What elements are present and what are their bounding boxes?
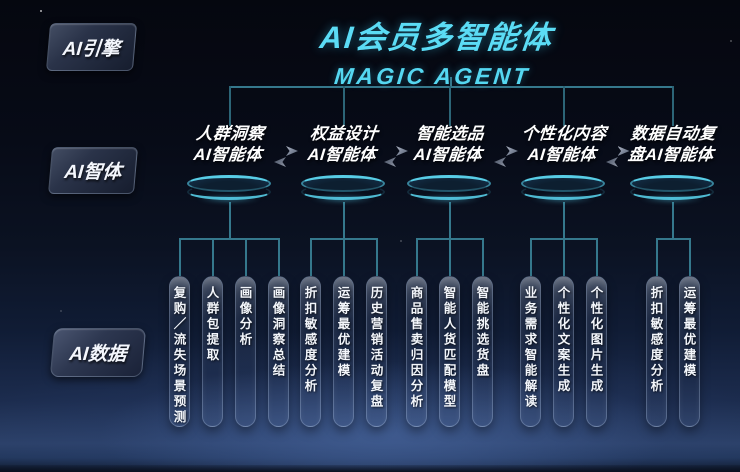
agent-drop-line (343, 86, 345, 126)
tool-pill-label: 人群包提取 (204, 286, 219, 364)
tool-pill: 商品售卖归因分析 (405, 276, 427, 427)
tool-pill-label: 折扣敏感度分析 (302, 286, 317, 395)
pill-stub-line (376, 238, 378, 276)
tool-pill: 历史营销活动复盘 (365, 276, 387, 427)
pill-stub-line (656, 238, 658, 276)
agent-drop-line (229, 86, 231, 126)
agent-drop-line (672, 86, 674, 126)
bottom-edge-shadow (0, 465, 740, 472)
group-feed-line (672, 202, 674, 238)
pill-stub-line (482, 238, 484, 276)
tool-pill: 个性化文案生成 (552, 276, 574, 427)
tier-label-text: AI数据 (68, 344, 128, 365)
exchange-arrow-right-icon (506, 146, 518, 156)
tool-pill-label: 复购／流失场景预测 (171, 286, 186, 426)
disc-glow (531, 195, 595, 203)
title-main: AI会员多智能体 (318, 20, 555, 55)
tool-pill-label: 画像分析 (237, 286, 252, 348)
tool-pill-label: 智能挑选货盘 (474, 286, 489, 379)
disc-glow (311, 195, 375, 203)
tool-pill: 画像洞察总结 (267, 276, 289, 427)
pill-stub-line (245, 238, 247, 276)
tool-pill: 复购／流失场景预测 (168, 276, 190, 427)
pill-stub-line (416, 238, 418, 276)
platform-disc-icon (630, 175, 714, 203)
tool-pill: 智能人货匹配模型 (438, 276, 460, 427)
tier-label-text: AI智体 (63, 162, 123, 183)
title-feed-line (450, 77, 452, 86)
tool-pill: 折扣敏感度分析 (645, 276, 667, 427)
tier-label-text: AI引擎 (61, 38, 121, 60)
pill-stub-line (596, 238, 598, 276)
agent-node-5: 数据自动复盘AI智能体 (600, 124, 740, 166)
exchange-arrow-right-icon (396, 146, 408, 156)
tool-pill: 运筹最优建模 (678, 276, 700, 427)
tool-pill: 折扣敏感度分析 (299, 276, 321, 427)
exchange-arrow-right-icon (617, 146, 630, 156)
pill-stub-line (310, 238, 312, 276)
pill-stub-line (563, 238, 565, 276)
disc-glow (640, 195, 704, 203)
disc-glow (417, 195, 481, 203)
agent-name-line1: 数据自动复 (629, 125, 717, 143)
group-branch-line (656, 238, 689, 240)
group-feed-line (563, 202, 565, 238)
pill-stub-line (689, 238, 691, 276)
pill-stub-line (278, 238, 280, 276)
background-stars (40, 10, 42, 12)
pill-stub-line (530, 238, 532, 276)
pill-stub-line (179, 238, 181, 276)
platform-disc-icon (521, 175, 605, 203)
tool-pill: 业务需求智能解读 (519, 276, 541, 427)
tool-pill: 画像分析 (234, 276, 256, 427)
tool-pill-label: 运筹最优建模 (681, 286, 696, 379)
tier-label-ai-engine: AI引擎 (45, 23, 138, 71)
platform-disc-icon (407, 175, 491, 203)
group-branch-line (179, 238, 278, 240)
agent-name-line2: 盘AI智能体 (627, 146, 715, 164)
tool-pill-label: 画像洞察总结 (270, 286, 285, 379)
tier-label-ai-agent: AI智体 (47, 147, 139, 194)
tool-pill: 智能挑选货盘 (471, 276, 493, 427)
tool-pill-label: 个性化图片生成 (588, 286, 603, 395)
tool-pill-label: 个性化文案生成 (555, 286, 570, 395)
pill-stub-line (212, 238, 214, 276)
tool-pill-label: 运筹最优建模 (335, 286, 350, 379)
tool-pill-label: 商品售卖归因分析 (408, 286, 423, 410)
disc-glow (197, 195, 261, 203)
pill-stub-line (343, 238, 345, 276)
tool-pill-label: 折扣敏感度分析 (648, 286, 663, 395)
pill-stub-line (449, 238, 451, 276)
tool-pill: 运筹最优建模 (332, 276, 354, 427)
tool-pill-label: 智能人货匹配模型 (441, 286, 456, 410)
top-rail-line (229, 86, 672, 88)
platform-disc-icon (187, 175, 271, 203)
agent-drop-line (563, 86, 565, 126)
group-feed-line (343, 202, 345, 238)
group-feed-line (229, 202, 231, 238)
group-feed-line (449, 202, 451, 238)
tool-pill: 人群包提取 (201, 276, 223, 427)
tool-pill-label: 历史营销活动复盘 (368, 286, 383, 410)
diagram-title: AI会员多智能体 MAGIC AGENT (246, 12, 624, 90)
exchange-arrow-right-icon (286, 146, 298, 156)
agent-drop-line (449, 86, 451, 126)
platform-disc-icon (301, 175, 385, 203)
tier-label-ai-data: AI数据 (49, 328, 147, 377)
tool-pill-label: 业务需求智能解读 (522, 286, 537, 410)
tool-pill: 个性化图片生成 (585, 276, 607, 427)
